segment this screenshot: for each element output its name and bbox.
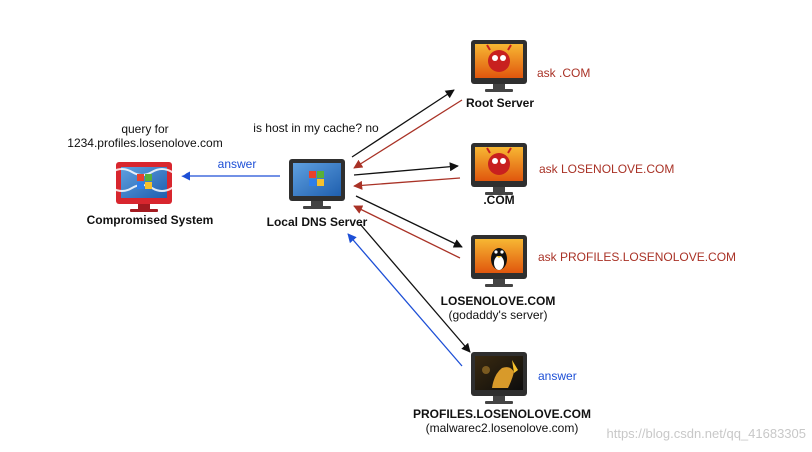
dark-figure-monitor-icon	[471, 352, 527, 404]
linux-tux-monitor-icon	[471, 235, 527, 287]
compromised-system-node: Compromised System	[87, 162, 214, 227]
losenolove-server-node: LOSENOLOVE.COM (godaddy's server)	[441, 235, 556, 322]
referral-arrow-from-root	[353, 99, 463, 169]
ask-root-text: ask .COM	[537, 66, 590, 80]
query-text-line1: query for	[121, 122, 168, 136]
com-server-node: .COM	[471, 143, 527, 207]
profiles-server-sublabel: (malwarec2.losenolove.com)	[426, 421, 579, 435]
query-arrow-to-profiles	[359, 223, 471, 353]
root-server-node: Root Server	[466, 40, 534, 110]
query-text-line2: 1234.profiles.losenolove.com	[67, 136, 222, 150]
freebsd-daemon-monitor-icon	[471, 143, 527, 195]
root-server-label: Root Server	[466, 96, 534, 110]
ask-losenolove-text: ask PROFILES.LOSENOLOVE.COM	[538, 250, 736, 264]
cache-check-text: is host in my cache? no	[253, 121, 379, 135]
com-server-label: .COM	[483, 193, 514, 207]
query-arrow-to-root	[351, 89, 455, 158]
query-arrow-to-com	[353, 162, 459, 176]
query-arrow-to-losenolove	[355, 195, 463, 248]
compromised-system-label: Compromised System	[87, 213, 214, 227]
losenolove-server-sublabel: (godaddy's server)	[449, 308, 548, 322]
local-dns-server-label: Local DNS Server	[267, 215, 368, 229]
windows-xp-monitor-icon	[289, 159, 345, 209]
ask-com-text: ask LOSENOLOVE.COM	[539, 162, 674, 176]
local-dns-server-node: Local DNS Server	[267, 159, 368, 229]
profiles-server-node: PROFILES.LOSENOLOVE.COM (malwarec2.losen…	[413, 352, 591, 435]
answer-label-right: answer	[538, 369, 577, 383]
watermark-text: https://blog.csdn.net/qq_41683305	[607, 426, 807, 441]
profiles-server-label: PROFILES.LOSENOLOVE.COM	[413, 407, 591, 421]
losenolove-server-label: LOSENOLOVE.COM	[441, 294, 556, 308]
answer-arrow-from-profiles	[347, 233, 463, 367]
referral-arrow-from-com	[353, 177, 461, 190]
freebsd-daemon-monitor-icon	[471, 40, 527, 92]
windows-xp-monitor-icon	[111, 162, 187, 212]
answer-label-left: answer	[218, 157, 257, 171]
referral-arrow-from-losenolove	[353, 205, 461, 259]
